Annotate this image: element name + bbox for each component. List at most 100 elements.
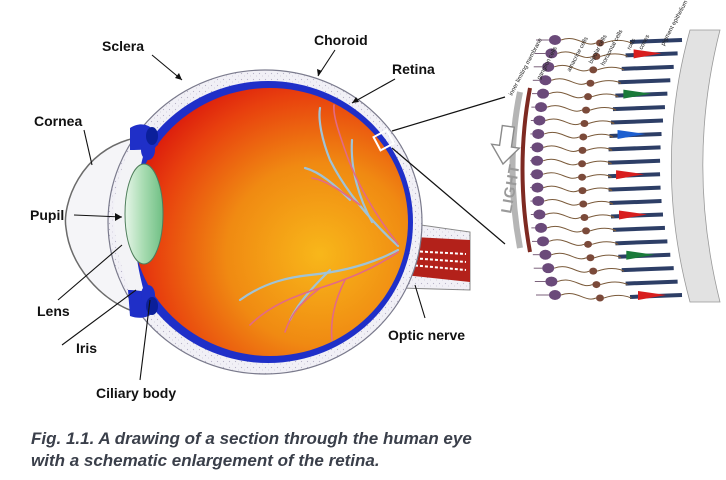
ganglion-cell (533, 115, 546, 126)
rod-cell (608, 185, 661, 192)
ganglion-cell (542, 263, 555, 274)
rod-cell (610, 118, 664, 125)
ganglion-cell (531, 155, 544, 166)
ganglion-cell (539, 249, 552, 260)
bipolar-cell (592, 281, 601, 289)
photoreceptor-cells (607, 38, 683, 300)
rod-cell (612, 105, 666, 112)
ganglion-cell (545, 48, 558, 59)
bipolar-cell (580, 213, 589, 221)
cone-cell (616, 170, 645, 180)
label-lens: Lens (37, 303, 70, 319)
ganglion-cell (549, 290, 561, 300)
rod-cell (607, 158, 661, 165)
eye-diagram: inner limiting membrane ganglion cells a… (30, 0, 721, 401)
bipolar-cell (582, 227, 591, 235)
zoom-line-top (391, 96, 506, 132)
neural-dendrite (548, 239, 619, 246)
caption-line-2: with a schematic enlargement of the reti… (31, 451, 380, 470)
light-arrow-icon (490, 124, 521, 166)
label-optic-nerve: Optic nerve (388, 327, 465, 343)
bipolar-cell (592, 52, 601, 60)
ganglion-cell (549, 35, 561, 45)
retina-enlargement: inner limiting membrane ganglion cells a… (490, 0, 721, 303)
neural-dendrite (542, 158, 612, 166)
label-iris: Iris (76, 340, 97, 356)
neural-dendrite (545, 118, 615, 126)
rod-cell (615, 239, 668, 246)
leader-arrowheads (115, 69, 359, 221)
cone-cell (638, 291, 666, 300)
neural-dendrite (542, 172, 612, 179)
neural-dendrite (557, 51, 628, 58)
label-sclera: Sclera (102, 38, 144, 54)
bipolar-cell (579, 133, 588, 141)
zoom-line-bottom (391, 147, 506, 245)
cone-cell (623, 89, 652, 99)
label-choroid: Choroid (314, 32, 368, 48)
ganglion-cell (533, 209, 546, 220)
neural-dendrite (544, 199, 614, 206)
rod-cell (621, 64, 674, 71)
caption-line-1: Fig. 1.1. A drawing of a section through… (31, 429, 472, 448)
bipolar-cell (580, 120, 589, 128)
neural-dendrite (557, 279, 628, 287)
rod-cell (618, 78, 671, 85)
retina-membrane-curve (520, 87, 532, 253)
ganglion-cell (532, 128, 545, 139)
neural-dendrite (543, 185, 613, 193)
figure-caption: Fig. 1.1. A drawing of a section through… (31, 428, 671, 472)
ganglion-cell (539, 75, 552, 86)
bipolar-cell (582, 106, 591, 114)
rod-cell (621, 266, 674, 273)
label-retina: Retina (392, 61, 435, 77)
rod-cell (612, 225, 666, 232)
ganglion-cell (537, 236, 550, 247)
cone-cell (633, 49, 662, 59)
label-pupil: Pupil (30, 207, 64, 223)
bipolar-cell (584, 93, 593, 101)
retina-neurons (530, 35, 632, 302)
retina-inner-curve (509, 91, 523, 249)
ganglion-cell (542, 61, 555, 72)
cone-cell (626, 250, 655, 260)
neural-dendrite (560, 38, 632, 45)
neural-dendrite (543, 145, 613, 152)
layer-label-rods: rods (626, 38, 637, 51)
neural-dendrite (554, 266, 625, 273)
lens-shape (124, 163, 164, 265)
cone-cell (617, 129, 646, 139)
layer-label-amacrine-cells: amacrine cells (566, 36, 589, 73)
neural-dendrite (560, 293, 632, 300)
cone-cell (618, 210, 647, 220)
retina-zoom-box (372, 128, 396, 152)
ganglion-cell (535, 102, 548, 113)
rod-cell (629, 38, 683, 44)
label-ciliary-body: Ciliary body (96, 385, 176, 401)
neural-dendrite (546, 226, 617, 233)
bipolar-cell (578, 187, 587, 195)
bipolar-cell (586, 254, 595, 262)
ganglion-cell (531, 182, 544, 193)
bipolar-cell (589, 66, 598, 74)
neural-dendrite (548, 91, 619, 99)
neural-dendrite (544, 132, 614, 139)
pigment-epithelium-band (670, 29, 721, 303)
bipolar-cell (589, 267, 598, 275)
rod-cell (609, 199, 662, 206)
neural-dendrite (545, 212, 615, 220)
bipolar-cell (596, 294, 604, 302)
ganglion-cell (537, 88, 550, 99)
bipolar-cell (596, 39, 604, 47)
bipolar-cell (578, 160, 587, 168)
label-cornea: Cornea (34, 113, 82, 129)
bipolar-cell (578, 173, 587, 181)
retina-shape (132, 88, 408, 356)
bipolar-cell (584, 240, 593, 248)
ganglion-cell (531, 142, 544, 153)
neural-dendrite (551, 252, 622, 260)
rod-cell (625, 279, 678, 286)
bipolar-cell (578, 146, 587, 154)
ganglion-cell (532, 196, 545, 207)
bipolar-cell (579, 200, 588, 208)
